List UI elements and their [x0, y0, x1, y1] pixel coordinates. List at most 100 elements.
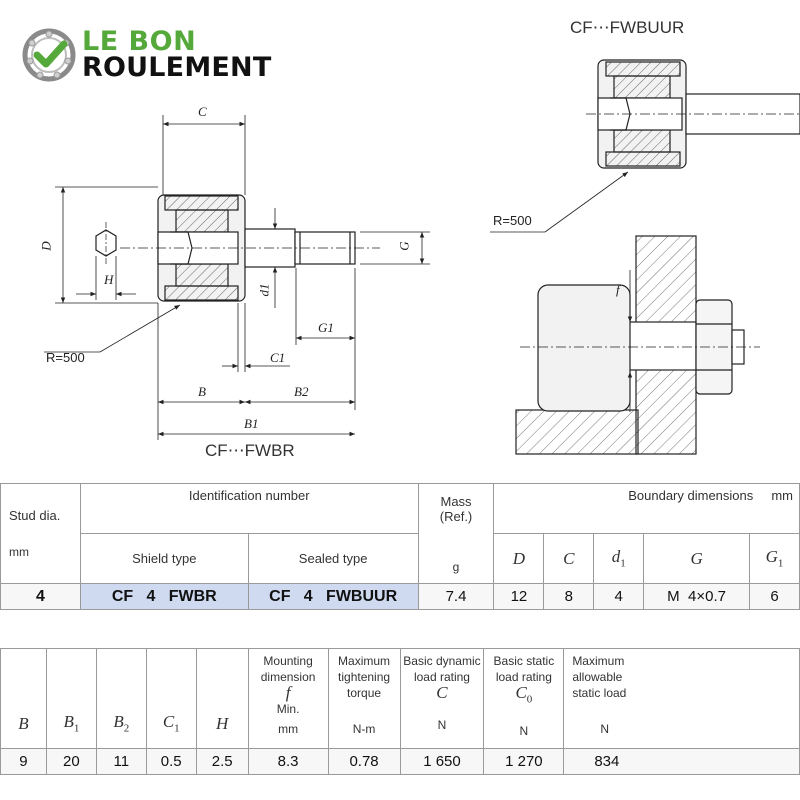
cell-G: M 4×0.7 — [643, 583, 751, 610]
dim-label-G1: G1 — [318, 320, 334, 335]
header-dynamic-load: Basic dynamic load rating C N — [399, 648, 485, 749]
header-stud-unit: mm — [9, 545, 29, 559]
caption-main-view: CF⋯FWBR — [205, 441, 295, 460]
cell-dyn: 1 650 — [399, 748, 485, 775]
spec-table-2: B B1 B2 C1 H Mounting dimension f Min. m… — [0, 648, 800, 775]
main-view — [95, 194, 380, 302]
spec-table-1: Stud dia. mm Identification number Mass … — [0, 483, 800, 610]
cell-C: 8 — [543, 583, 595, 610]
header-B: B — [0, 648, 47, 749]
mounted-view — [515, 235, 760, 455]
header-boundary: Boundary dimensions mm — [493, 483, 800, 534]
cell-B1: 20 — [45, 748, 97, 775]
logo-line-2: ROULEMENT — [82, 52, 272, 83]
cell-f: 8.3 — [247, 748, 329, 775]
header-B1-sym: B — [63, 711, 74, 731]
header-mounting-dim: Mounting dimension f Min. mm — [247, 648, 329, 749]
header-dyn-unit: N — [437, 718, 447, 732]
dim-label-G: G — [396, 241, 412, 251]
cell-stat: 1 270 — [483, 748, 565, 775]
cell-D: 12 — [493, 583, 545, 610]
cell-mass: 7.4 — [417, 583, 495, 610]
header-mass-label: Mass — [440, 493, 472, 509]
cell-sealed: CF 4 FWBUUR — [247, 583, 419, 610]
header-torque-line2: tightening — [338, 670, 391, 684]
header-H: H — [195, 648, 249, 749]
cell-B2: 11 — [95, 748, 147, 775]
table-row: 9 20 11 0.5 2.5 8.3 0.78 1 650 1 270 834 — [0, 748, 800, 775]
header-max-unit: N — [600, 722, 609, 736]
header-B2: B2 — [95, 648, 147, 749]
header-G: G — [643, 533, 751, 584]
dim-label-B1: B1 — [244, 416, 259, 431]
header-static-load: Basic static load rating C0 N — [483, 648, 565, 749]
cell-maxload: 834 — [563, 748, 800, 775]
header-mass: Mass (Ref.) g — [417, 483, 495, 584]
header-G1-sym: G — [765, 547, 778, 567]
header-torque-line3: torque — [347, 686, 382, 700]
radius-label-main: R=500 — [46, 350, 85, 365]
header-stud-dia: Stud dia. mm — [0, 483, 81, 584]
dim-label-B: B — [198, 384, 206, 399]
header-dyn-line2: load rating — [413, 670, 470, 684]
header-mass-unit: g — [452, 559, 460, 574]
header-f-line2: dimension — [260, 670, 316, 684]
dim-label-D: D — [38, 241, 54, 251]
cell-H: 2.5 — [195, 748, 249, 775]
dim-label-d1: d1 — [256, 283, 272, 297]
header-f-line3: Min. — [276, 702, 300, 716]
logo-line-1: LE BON — [82, 26, 197, 57]
cell-G1: 6 — [749, 583, 800, 610]
header-stat-line1: Basic static — [493, 654, 555, 668]
header-B2-sub: 2 — [123, 722, 130, 734]
header-sealed-type: Sealed type — [247, 533, 419, 584]
header-max-line1: Maximum — [572, 654, 625, 668]
header-max-static: Maximum allowable static load N — [563, 648, 800, 749]
header-stat-sub: 0 — [526, 693, 533, 706]
header-identification: Identification number — [79, 483, 419, 534]
cell-B: 9 — [0, 748, 47, 775]
header-C: C — [543, 533, 595, 584]
header-stat-sym-wrap: C0 — [484, 683, 563, 707]
header-D: D — [493, 533, 545, 584]
header-stat-sym: C — [515, 683, 527, 702]
header-boundary-label: Boundary dimensions — [628, 488, 754, 503]
header-max-line3: static load — [572, 686, 627, 700]
caption-sealed-view: CF⋯FWBUUR — [570, 18, 685, 37]
header-B2-sym: B — [113, 711, 124, 731]
dim-label-B2: B2 — [294, 384, 309, 399]
dim-label-C: C — [198, 104, 207, 119]
header-torque-unit: N-m — [352, 722, 376, 736]
header-max-line2: allowable — [572, 670, 623, 684]
cell-C1: 0.5 — [145, 748, 197, 775]
header-f-unit: mm — [278, 722, 299, 736]
header-B1-sub: 1 — [73, 722, 80, 734]
header-dyn-line1: Basic dynamic — [403, 654, 481, 668]
header-mass-ref: (Ref.) — [439, 508, 473, 524]
header-C1-sym: C — [162, 711, 175, 731]
header-B1: B1 — [45, 648, 97, 749]
drawing-svg — [44, 59, 800, 455]
header-G1-sub: 1 — [777, 557, 784, 570]
header-stud-label: Stud dia. — [9, 508, 61, 523]
header-G1: G1 — [749, 533, 800, 584]
header-d1: d1 — [593, 533, 645, 584]
header-shield-type: Shield type — [79, 533, 249, 584]
header-torque-line1: Maximum — [338, 654, 391, 668]
header-boundary-unit: mm — [771, 488, 793, 503]
brand-logo: LE BON ROULEMENT — [22, 26, 302, 84]
header-C1: C1 — [145, 648, 197, 749]
header-d1-sub: 1 — [620, 557, 626, 570]
header-stat-unit: N — [519, 724, 529, 739]
radius-label-sealed: R=500 — [493, 213, 532, 228]
header-C1-sub: 1 — [174, 722, 180, 734]
header-f-line1: Mounting — [263, 654, 313, 668]
table-row: 4 CF 4 FWBR CF 4 FWBUUR 7.4 12 8 4 M 4×0… — [0, 583, 800, 610]
header-stat-line2: load rating — [495, 670, 552, 684]
dim-label-C1: C1 — [270, 350, 286, 365]
header-d1-sym: d — [611, 547, 621, 567]
cell-stud: 4 — [0, 583, 81, 610]
cell-d1: 4 — [593, 583, 645, 610]
cell-torque: 0.78 — [327, 748, 401, 775]
header-f-sym: f — [285, 683, 291, 702]
